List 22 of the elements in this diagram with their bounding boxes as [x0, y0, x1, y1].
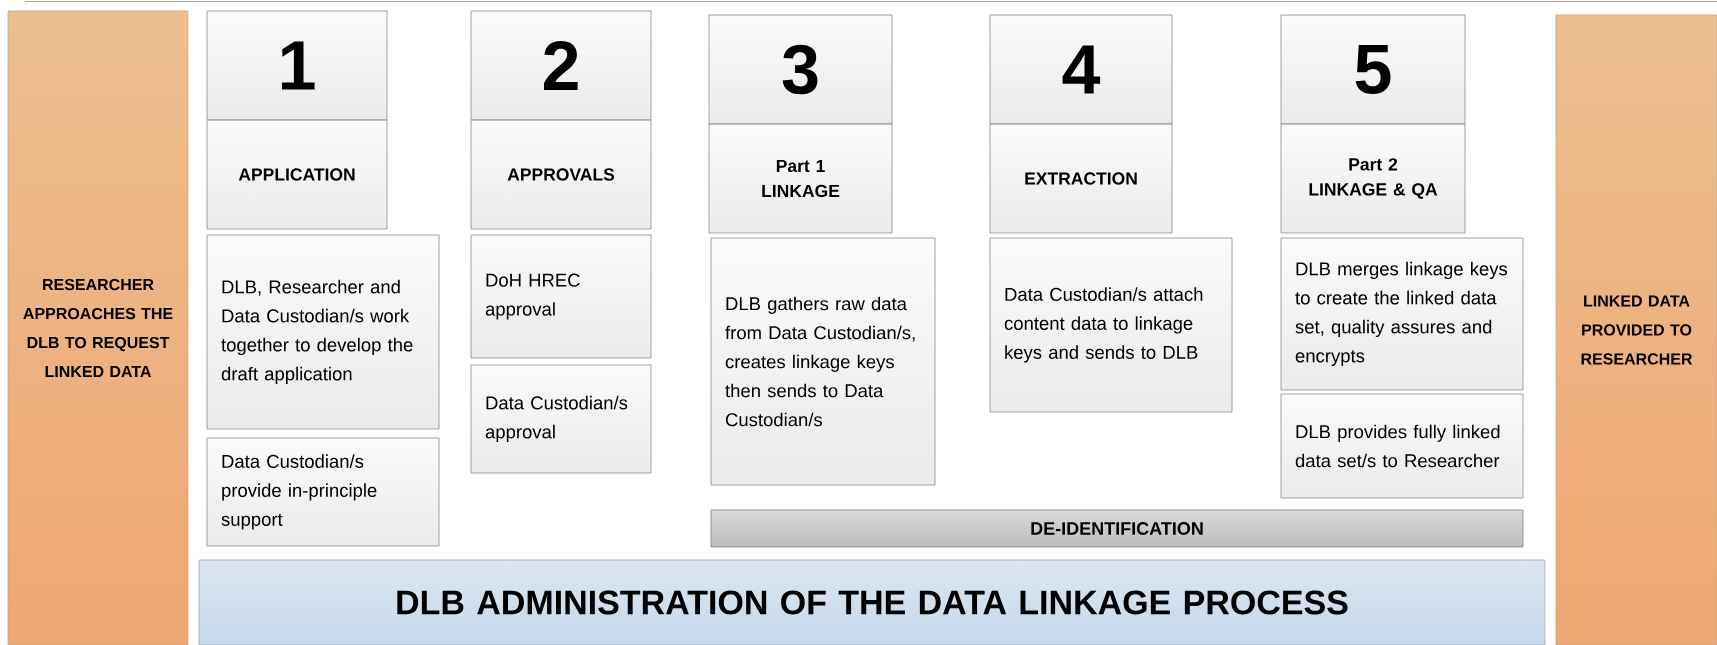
phase-bar: DE-IDENTIFICATION — [710, 509, 1524, 548]
step-heading-box: APPLICATION — [206, 119, 388, 230]
title-banner: DLB ADMINISTRATION OF THE DATA LINKAGE PROCESS — [198, 559, 1546, 645]
step-number-box: 1 — [206, 10, 388, 121]
step-number-box: 2 — [470, 10, 652, 121]
step-heading-box: Part 2 LINKAGE & QA — [1280, 123, 1466, 234]
side-banner: LINKED DATA PROVIDED TO RESEARCHER — [1555, 14, 1717, 645]
step-number-box: 5 — [1280, 14, 1466, 125]
description-box: Data Custodian/s attach content data to linkage keys and sends to DLB — [989, 237, 1233, 413]
description-box: DoH HREC approval — [470, 234, 652, 359]
step-heading-box: APPROVALS — [470, 119, 652, 230]
description-box: DLB gathers raw data from Data Custodian/s, creates linkage keys then sends to Data Custodian/s — [710, 237, 936, 486]
step-number-box: 3 — [708, 14, 893, 125]
description-box: DLB merges linkage keys to create the linked data set, quality assures and encrypts — [1280, 237, 1524, 391]
description-box: Data Custodian/s approval — [470, 364, 652, 474]
description-box: DLB, Researcher and Data Custodian/s work together to develop the draft application — [206, 234, 440, 430]
step-heading-box: Part 1 LINKAGE — [708, 123, 893, 234]
description-box: DLB provides fully linked data set/s to Researcher — [1280, 393, 1524, 499]
step-number-box: 4 — [989, 14, 1173, 125]
side-banner: RESEARCHER APPROACHES THE DLB TO REQUEST LINKED DATA — [7, 10, 189, 645]
step-heading-box: EXTRACTION — [989, 123, 1173, 234]
description-box: Data Custodian/s provide in-principle support — [206, 437, 440, 547]
